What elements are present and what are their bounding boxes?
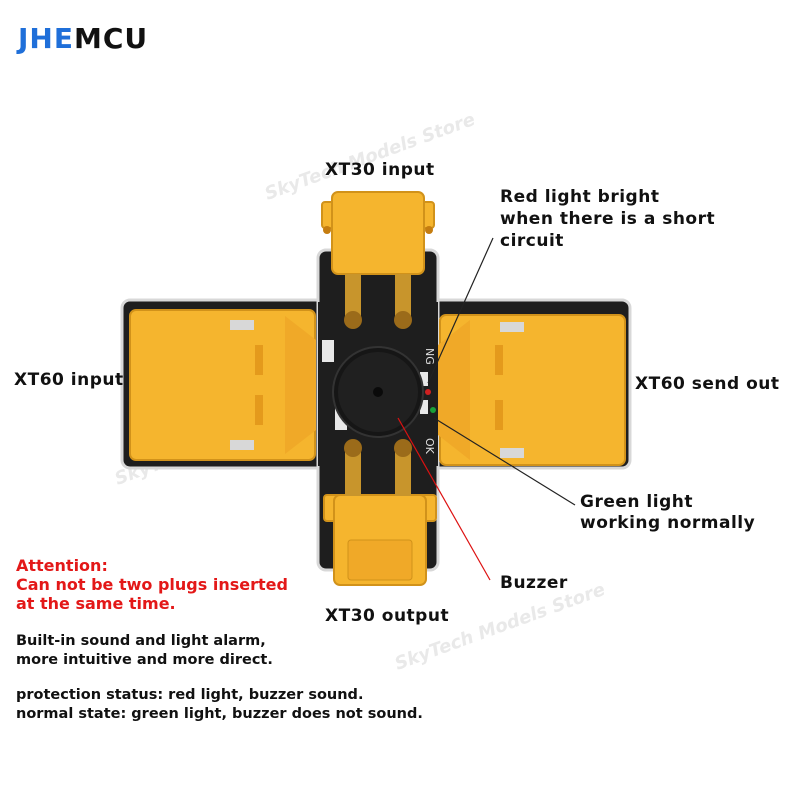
note-line-1: Built-in sound and light alarm, bbox=[16, 633, 266, 649]
red-led bbox=[425, 389, 431, 395]
label-buzzer: Buzzer bbox=[500, 573, 568, 593]
brand-logo: JHEMCU bbox=[18, 22, 148, 55]
silk-ng: NG bbox=[423, 348, 436, 365]
status-note: protection status: red light, buzzer sou… bbox=[16, 686, 423, 724]
red-light-line-1: Red light bright bbox=[500, 187, 660, 207]
label-xt30-input: XT30 input bbox=[325, 160, 435, 180]
red-light-line-2: when there is a short bbox=[500, 209, 716, 229]
silk-ok: OK bbox=[423, 438, 436, 455]
attention-note: Attention: Can not be two plugs inserted… bbox=[16, 556, 288, 613]
note-line-2: more intuitive and more direct. bbox=[16, 652, 273, 668]
note-line-4: normal state: green light, buzzer does n… bbox=[16, 706, 423, 722]
callout-buzzer bbox=[397, 417, 491, 581]
label-green-light: Green light working normally bbox=[580, 492, 755, 534]
attention-line-1: Attention: bbox=[16, 556, 108, 575]
xt60-right-connector bbox=[438, 314, 626, 466]
label-red-light: Red light bright when there is a short c… bbox=[500, 186, 715, 252]
feature-note: Built-in sound and light alarm, more int… bbox=[16, 632, 273, 670]
label-xt60-input: XT60 input bbox=[14, 370, 124, 390]
xt30-bottom-connector bbox=[323, 439, 437, 586]
green-light-line-2: working normally bbox=[580, 513, 756, 533]
xt30-top-connector bbox=[321, 191, 435, 329]
xt60-left-connector bbox=[129, 309, 316, 461]
note-line-3: protection status: red light, buzzer sou… bbox=[16, 687, 364, 703]
callout-green-light bbox=[433, 417, 576, 506]
buzzer-component bbox=[332, 346, 424, 438]
green-led bbox=[430, 407, 436, 413]
logo-mcu: MCU bbox=[73, 22, 149, 55]
callout-red-light bbox=[427, 237, 494, 384]
attention-line-2: Can not be two plugs inserted bbox=[16, 575, 288, 594]
logo-jh: JHE bbox=[18, 22, 74, 55]
green-light-line-1: Green light bbox=[580, 492, 693, 512]
red-light-line-3: circuit bbox=[500, 231, 564, 251]
label-xt30-output: XT30 output bbox=[325, 606, 450, 626]
attention-line-3: at the same time. bbox=[16, 594, 176, 613]
label-xt60-send-out: XT60 send out bbox=[635, 374, 780, 394]
